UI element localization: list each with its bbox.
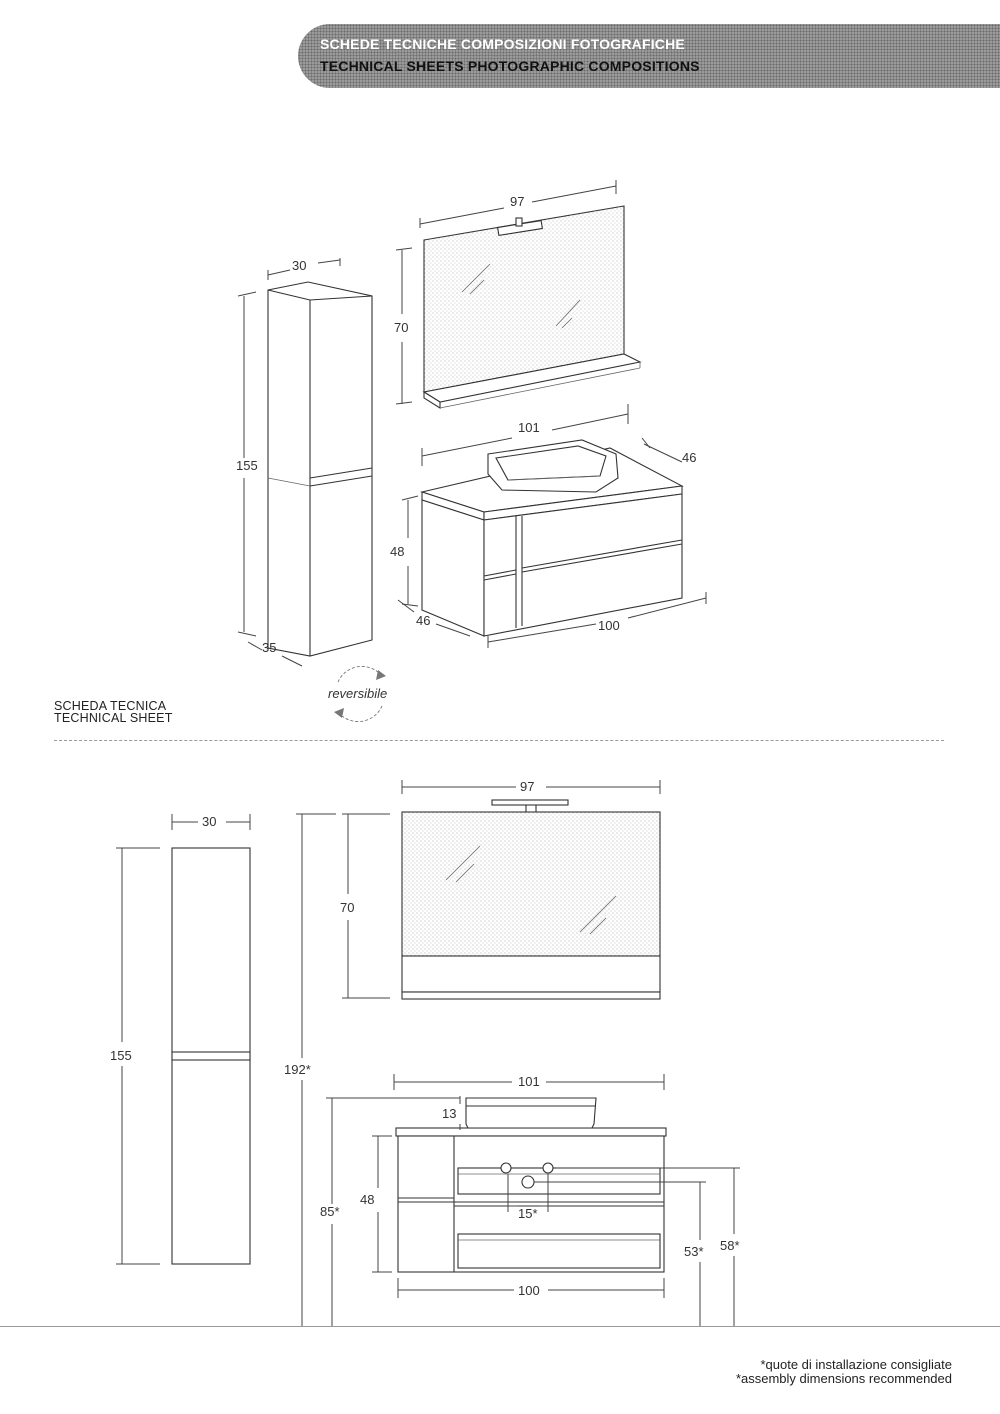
column-front: [171, 847, 251, 1265]
persp-cabinet-width-label: 100: [598, 618, 620, 633]
front-overall-height-label: 192*: [284, 1062, 311, 1077]
front-top-width-label: 101: [518, 1074, 540, 1089]
front-mirror-height-label: 70: [340, 900, 354, 915]
front-column-height-label: 155: [110, 1048, 132, 1063]
footnote-en: *assembly dimensions recommended: [735, 1371, 952, 1386]
footnote-it: *quote di installazione consigliate: [760, 1357, 952, 1372]
front-column-width-label: 30: [202, 814, 216, 829]
front-floor-to-top-label: 85*: [320, 1204, 340, 1219]
persp-column-width-label: 30: [292, 258, 306, 273]
persp-top-width-label: 101: [518, 420, 540, 435]
vanity-front: [395, 1097, 667, 1273]
front-drain-height-label: 53*: [684, 1244, 704, 1259]
front-basin-height-label: 13: [442, 1106, 456, 1121]
persp-mirror-height-label: 70: [394, 320, 408, 335]
section-label-en: TECHNICAL SHEET: [54, 711, 173, 725]
section-label-it: SCHEDA TECNICA: [54, 699, 167, 713]
persp-top-depth-label: 46: [682, 450, 696, 465]
persp-column-depth-label: 35: [262, 640, 276, 655]
persp-column-height-label: 155: [236, 458, 258, 473]
front-cabinet-width-label: 100: [518, 1283, 540, 1298]
reversible-label: reversibile: [328, 686, 387, 701]
reversible-icon: [334, 666, 386, 722]
header-title-it: SCHEDE TECNICHE COMPOSIZIONI FOTOGRAFICH…: [320, 36, 685, 52]
persp-mirror-width-label: 97: [510, 194, 524, 209]
column-perspective: [267, 281, 373, 657]
dashed-separator: [54, 740, 944, 741]
vanity-perspective: [419, 439, 684, 637]
persp-cabinet-height-label: 48: [390, 544, 404, 559]
front-supply-height-label: 58*: [720, 1238, 740, 1253]
persp-cabinet-depth-label: 46: [416, 613, 430, 628]
header-title-en: TECHNICAL SHEETS PHOTOGRAPHIC COMPOSITIO…: [320, 58, 700, 74]
header-banner: SCHEDE TECNICHE COMPOSIZIONI FOTOGRAFICH…: [298, 24, 1000, 88]
front-cabinet-height-label: 48: [360, 1192, 374, 1207]
mirror-perspective: [422, 205, 642, 409]
floor-line: [0, 1326, 1000, 1327]
front-mirror-width-label: 97: [520, 779, 534, 794]
mirror-front: [401, 799, 661, 1000]
front-tap-spacing-label: 15*: [518, 1206, 538, 1221]
